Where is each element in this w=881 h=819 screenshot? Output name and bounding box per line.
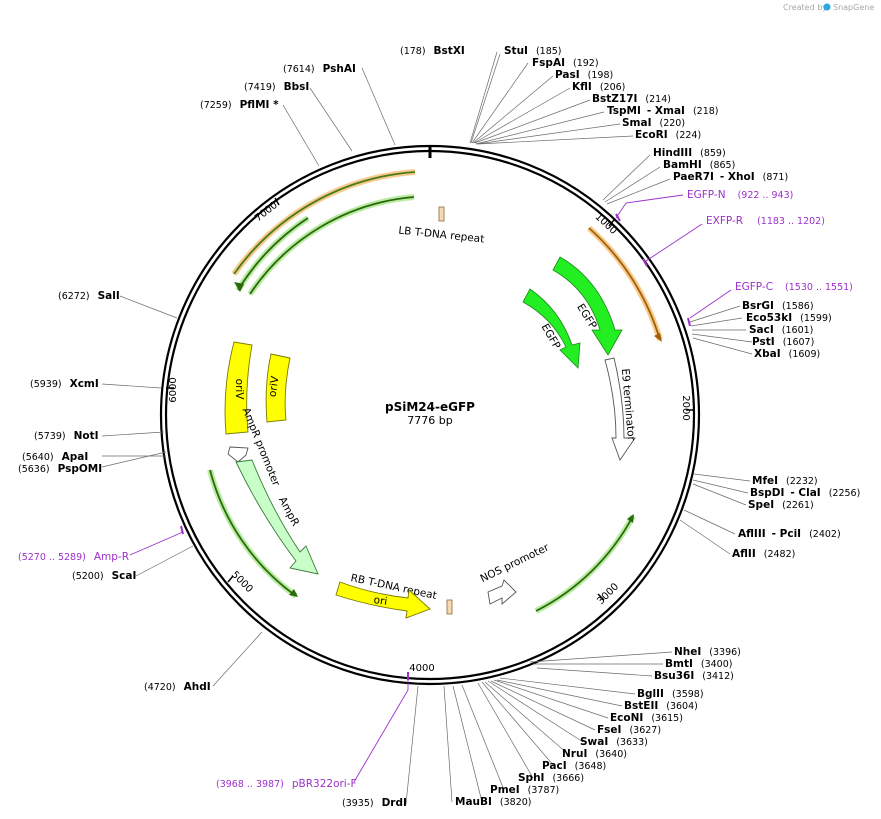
enzyme-afliii-pcii[interactable]: AflIII- PciI(2402) [738, 528, 841, 540]
snapgene-logo-icon [823, 3, 831, 11]
plasmid-name: pSiM24-eGFP [385, 400, 475, 414]
feature-arc-right [588, 227, 661, 341]
credit-prefix: Created by [783, 3, 827, 12]
enzyme-drdi[interactable]: (3935)DrdI [342, 797, 407, 809]
svg-text:3000: 3000 [595, 581, 621, 607]
enzyme-sphi[interactable]: SphI(3666) [518, 772, 584, 784]
enzyme-spei[interactable]: SpeI(2261) [748, 499, 814, 511]
enzyme-psti[interactable]: PstI(1607) [752, 336, 814, 348]
primer-mark-egfp-n [615, 213, 621, 222]
label-nos-promoter: NOS promoter [478, 541, 551, 585]
svg-text:4000: 4000 [409, 663, 434, 674]
enzyme-econi[interactable]: EcoNI(3615) [610, 712, 683, 724]
enzyme-nhei[interactable]: NheI(3396) [674, 646, 741, 658]
primer-mark-exfp-r [642, 258, 648, 267]
enzyme-aflii[interactable]: AflII(2482) [732, 548, 795, 560]
enzyme-bbsi[interactable]: (7419)BbsI [244, 81, 309, 93]
primer-egfp-c[interactable]: EGFP-C(1530 .. 1551) [735, 281, 853, 293]
enzyme-pflmi[interactable]: (7259)PflMI * [200, 99, 279, 111]
enzyme-hindiii[interactable]: HindIII(859) [653, 147, 726, 159]
arrow-head-right [654, 333, 662, 342]
enzyme-mfei[interactable]: MfeI(2232) [752, 475, 818, 487]
enzyme-kfli[interactable]: KflI(206) [572, 81, 625, 93]
enzyme-scai[interactable]: (5200)ScaI [72, 570, 136, 582]
primer-mark-amp-r [180, 525, 184, 535]
enzyme-pspomi[interactable]: (5636)PspOMI [18, 463, 102, 475]
tick-3000: 3000 [595, 581, 621, 607]
svg-text:7000: 7000 [253, 200, 280, 224]
feature-arc-bottomright [535, 515, 634, 612]
label-oriv-left: oriV [233, 379, 245, 401]
egfp-feature-outer [552, 256, 623, 356]
tick-6000: 6000 [166, 377, 179, 403]
enzyme-paer7i-xhoi[interactable]: PaeR7I- XhoI(871) [673, 171, 788, 183]
primer-mark-egfp-c [687, 317, 691, 327]
enzyme-xbai[interactable]: XbaI(1609) [754, 348, 820, 360]
enzyme-nrui[interactable]: NruI(3640) [562, 748, 627, 760]
enzyme-bsu36i[interactable]: Bsu36I(3412) [654, 670, 734, 682]
enzyme-bsrgi[interactable]: BsrGI(1586) [742, 300, 814, 312]
primer-amp-r[interactable]: (5270 .. 5289)Amp-R [18, 551, 129, 563]
enzyme-ahdi[interactable]: (4720)AhdI [144, 681, 211, 693]
enzyme-bspdi-clai[interactable]: BspDI- ClaI(2256) [750, 487, 860, 499]
enzyme-swai[interactable]: SwaI(3633) [580, 736, 648, 748]
e9-terminator-feature [604, 357, 636, 461]
enzyme-fsei[interactable]: FseI(3627) [597, 724, 661, 736]
credit-brand: SnapGene [833, 3, 874, 12]
arrow-head-bottomright [627, 514, 634, 523]
plasmid-length: 7776 bp [407, 414, 452, 427]
primer-exfp-r[interactable]: EXFP-R(1183 .. 1202) [706, 215, 825, 227]
ampr-feature [235, 459, 319, 575]
enzyme-tspmi-xmai[interactable]: TspMI- XmaI(218) [607, 105, 718, 117]
enzyme-maubi[interactable]: MauBI(3820) [455, 796, 532, 808]
enzyme-bglii[interactable]: BglII(3598) [637, 688, 704, 700]
svg-text:2000: 2000 [680, 395, 691, 420]
selection-arc-bottomright [534, 514, 636, 614]
enzyme-stui[interactable]: StuI(185) [504, 45, 562, 57]
enzyme-bamhi[interactable]: BamHI(865) [663, 159, 735, 171]
enzyme-paci[interactable]: PacI(3648) [542, 760, 606, 772]
oriv-feature-right [265, 353, 291, 423]
primer-pbr322ori-f[interactable]: (3968 .. 3987)pBR322ori-F [216, 778, 357, 790]
label-oriv-right: oriV [267, 375, 282, 398]
feature-arc-topleft [233, 171, 416, 275]
primer-leader-lines [129, 194, 732, 783]
enzyme-pshai[interactable]: (7614)PshAI [283, 63, 356, 75]
enzyme-bsteii[interactable]: BstEII(3604) [624, 700, 698, 712]
primer-egfp-n[interactable]: EGFP-N(922 .. 943) [687, 189, 793, 201]
rb-tdna-repeat-feature [446, 599, 453, 615]
label-lb-tdna-repeat: LB T-DNA repeat [398, 225, 485, 246]
enzyme-bmti[interactable]: BmtI(3400) [665, 658, 732, 670]
feature-arc-topleft-inner [249, 196, 415, 295]
enzyme-pmei[interactable]: PmeI(3787) [490, 784, 559, 796]
enzyme-eco53ki[interactable]: Eco53kI(1599) [746, 312, 832, 324]
svg-text:6000: 6000 [168, 377, 179, 402]
lb-tdna-repeat-feature [438, 206, 445, 222]
enzyme-sali[interactable]: (6272)SalI [58, 290, 120, 302]
ori-feature [335, 581, 431, 619]
enzyme-saci[interactable]: SacI(1601) [749, 324, 813, 336]
arrow-head-bottomleft [289, 589, 298, 597]
enzyme-leader-lines [101, 51, 753, 805]
enzyme-bstz17i[interactable]: BstZ17I(214) [592, 93, 671, 105]
oriv-feature-left [224, 341, 253, 435]
enzyme-ecori[interactable]: EcoRI(224) [635, 129, 701, 141]
enzyme-pasi[interactable]: PasI(198) [555, 69, 613, 81]
enzyme-smai[interactable]: SmaI(220) [622, 117, 685, 129]
enzyme-noti[interactable]: (5739)NotI [34, 430, 99, 442]
enzyme-xcmi[interactable]: (5939)XcmI [30, 378, 99, 390]
enzyme-fspai[interactable]: FspAI(192) [532, 57, 599, 69]
feature-arc-topleft-mid [237, 217, 309, 291]
nos-promoter-feature [487, 579, 517, 605]
label-ori: ori [373, 594, 388, 608]
feature-arc-bottomleft [209, 469, 297, 597]
egfp-feature-inner [522, 288, 581, 369]
enzyme-bstxi[interactable]: (178)BstXI [400, 45, 465, 57]
enzyme-apai[interactable]: (5640)ApaI [22, 451, 88, 463]
tick-2000: 2000 [680, 395, 694, 421]
ampr-promoter-feature [227, 446, 249, 463]
arrow-head-topleft [234, 282, 244, 292]
